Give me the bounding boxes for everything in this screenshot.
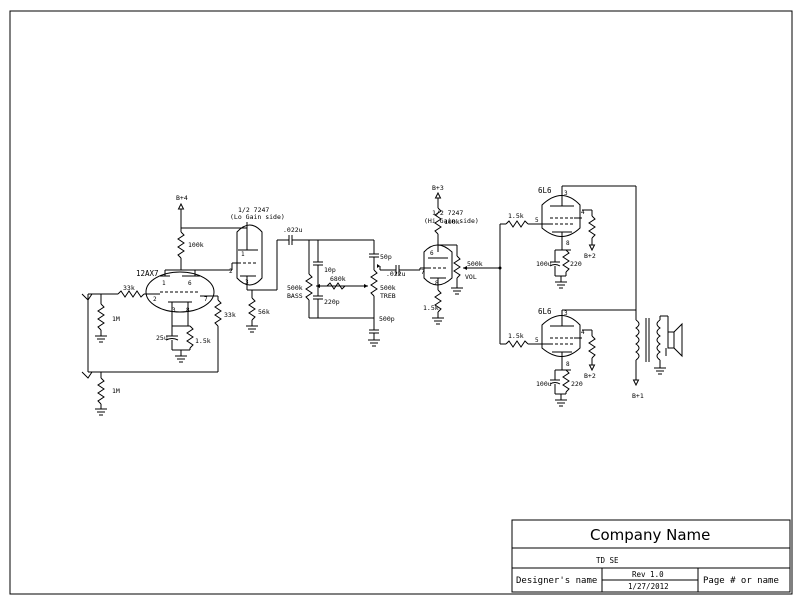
r-56k (248, 297, 256, 321)
r-1k5-d-label: 1.5k (508, 332, 524, 340)
r-1k5-b-label: 1.5k (423, 304, 439, 312)
r-1k5-c (505, 220, 529, 228)
v4-pin3: 3 (564, 310, 568, 317)
treb-label: TREB (380, 292, 396, 300)
v2b-pin6: 6 (430, 250, 434, 257)
input-jack-1 (81, 293, 118, 372)
r-220-a-label: 220 (570, 260, 582, 268)
r-1m-b-label: 1M (112, 387, 120, 395)
v2a-label: 1/2 7247 (238, 206, 269, 214)
v2b-side-label: (Hi Gain side) (424, 217, 479, 225)
speaker-icon (665, 316, 683, 358)
r-680k-label: 680k (330, 275, 346, 283)
r-1k5-a (186, 325, 194, 349)
v2b-pin8: 8 (435, 280, 439, 287)
c-100u-b-label: 100u (536, 380, 552, 388)
tube-v3 (541, 195, 582, 237)
tube-v4 (541, 315, 582, 357)
sheet-border (9, 10, 793, 595)
output-transformer (632, 315, 668, 387)
bplus4-supply (177, 202, 247, 270)
v1-pin7: 7 (204, 296, 208, 303)
v1-pin2: 2 (153, 296, 157, 303)
v4-pin5: 5 (535, 337, 539, 344)
pot-treb-label: 500k (380, 284, 396, 292)
pot-vol-label: 500k (467, 260, 483, 268)
bplus4-label: B+4 (176, 194, 188, 202)
tube-v1 (145, 269, 215, 313)
v3-pin5: 5 (535, 217, 539, 224)
title-block (511, 519, 791, 593)
v1-pin6: 6 (188, 280, 192, 287)
v2b-pin7: 7 (421, 269, 425, 276)
r-1m-a-label: 1M (112, 315, 120, 323)
page-name: Page # or name (703, 576, 779, 586)
c-500p-label: 500p (379, 315, 395, 323)
tube-v2a (236, 222, 263, 286)
r-220-b (562, 369, 570, 393)
r-33k-in-label: 33k (123, 284, 135, 292)
pot-bass-label: 500k (287, 284, 303, 292)
r-1k5-a-label: 1.5k (195, 337, 211, 345)
bass-label: BASS (287, 292, 303, 300)
bplus3-label: B+3 (432, 184, 444, 192)
bplus2-bottom-label: B+2 (584, 372, 596, 380)
c-100u-a-label: 100u (536, 260, 552, 268)
drawing-title: TD SE (596, 556, 619, 565)
v1-pin3: 3 (172, 307, 176, 314)
r-220-a (562, 249, 570, 273)
bplus2-top-label: B+2 (584, 252, 596, 260)
c-25u-label: 25u (156, 334, 168, 342)
v3-label: 6L6 (538, 186, 552, 195)
v1-pin8: 8 (186, 307, 190, 314)
c-220p-label: 220p (324, 298, 340, 306)
r-1k5-b (434, 289, 442, 313)
bplus3-supply (434, 191, 442, 252)
designer-name: Designer's name (516, 576, 597, 586)
c-10p-label: 10p (324, 266, 336, 274)
v3-pin4: 4 (581, 209, 585, 216)
company-name: Company Name (590, 526, 710, 544)
r-220-b-label: 220 (571, 380, 583, 388)
input-jack-2 (81, 371, 218, 416)
r-1k5-c-label: 1.5k (508, 212, 524, 220)
v4-label: 6L6 (538, 307, 552, 316)
pot-vol (453, 255, 461, 279)
v2a-pin1: 1 (241, 251, 245, 258)
bplus1-label: B+1 (632, 392, 644, 400)
v2a-side-label: (Lo Gain side) (230, 213, 285, 221)
r-100k-a-label: 100k (188, 241, 204, 249)
tone-stack (305, 239, 420, 347)
v4-pin4: 4 (581, 329, 585, 336)
c-022-a-label: .022u (283, 226, 303, 234)
r-33k-in (117, 290, 145, 298)
drawing-date: 1/27/2012 (628, 582, 669, 591)
r-100k-b-label: 100k (444, 218, 460, 226)
v1-label: 12AX7 (136, 269, 159, 278)
r-33k-side (214, 299, 222, 327)
c-022-b-label: .022u (386, 270, 406, 278)
c-50p-label: 50p (380, 253, 392, 261)
r-1k5-d (505, 340, 529, 348)
v3-pin8: 8 (566, 240, 570, 247)
v2a-pin2: 2 (229, 268, 233, 275)
v2b-label: 1/2 7247 (432, 209, 463, 217)
r-56k-label: 56k (258, 308, 270, 316)
revision: Rev 1.0 (632, 570, 664, 579)
r-33k-side-label: 33k (224, 311, 236, 319)
vol-label: VOL (465, 273, 477, 281)
v4-pin8: 8 (566, 361, 570, 368)
v1-pin1: 1 (162, 280, 166, 287)
v3-pin3: 3 (564, 190, 568, 197)
